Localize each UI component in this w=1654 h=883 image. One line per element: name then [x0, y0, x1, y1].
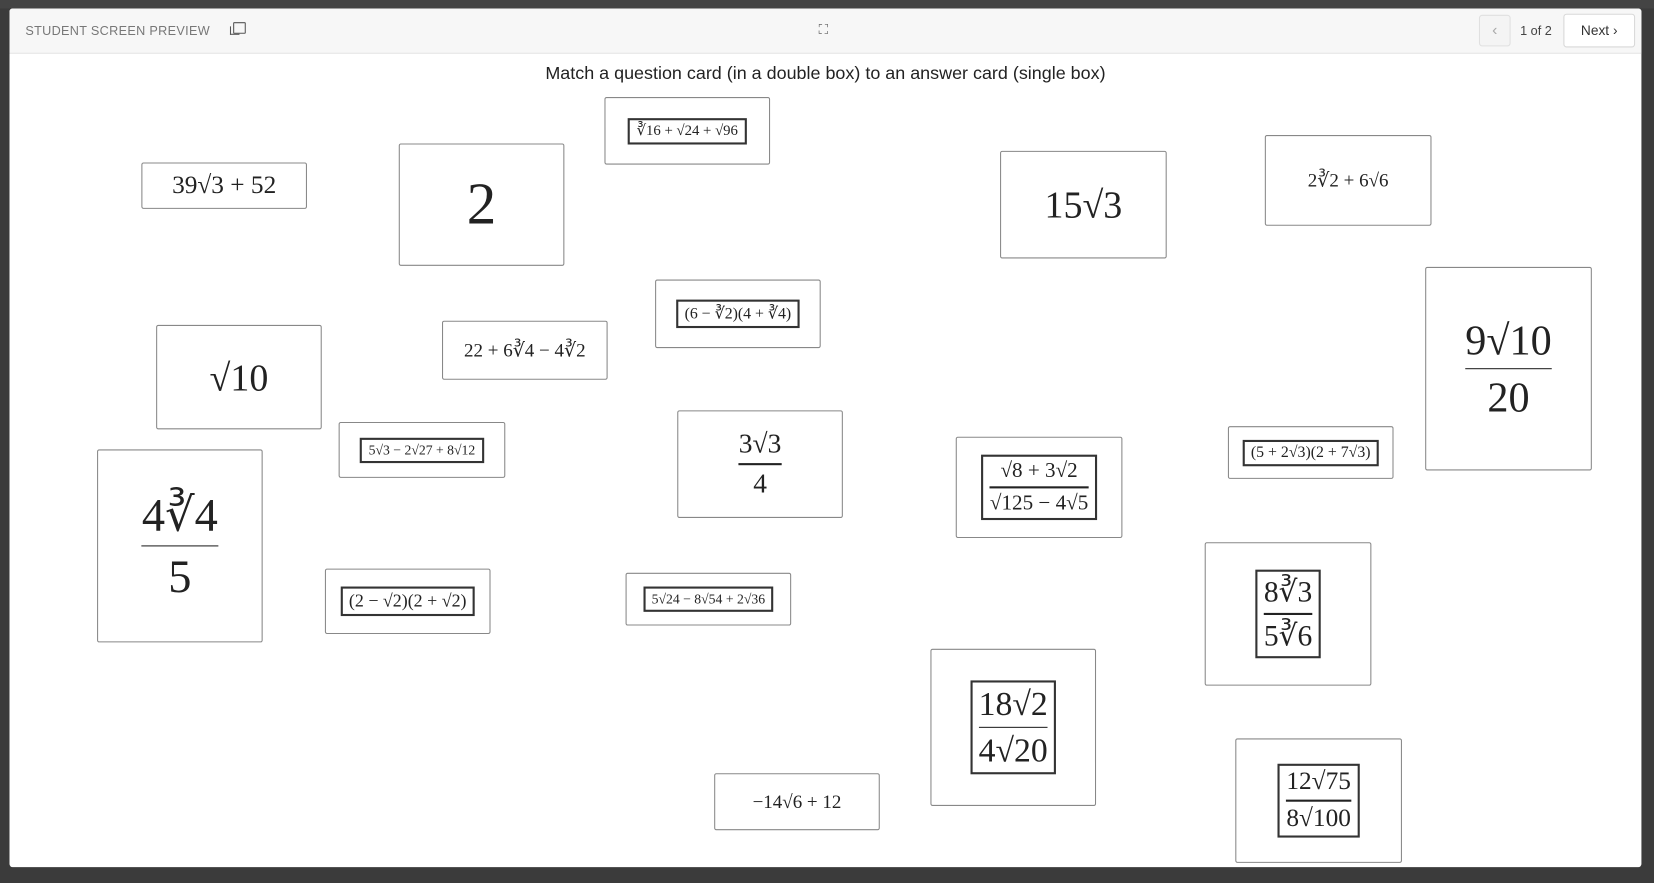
card-expression: 22 + 6∛4 − 4∛2: [458, 337, 592, 363]
chevron-left-icon: ‹: [1492, 21, 1498, 40]
answer-card[interactable]: 22 + 6∛4 − 4∛2: [442, 320, 608, 380]
question-card[interactable]: 5√3 − 2√27 + 8√12: [338, 421, 506, 478]
numerator: 3√3: [738, 428, 782, 460]
next-button[interactable]: Next ›: [1563, 13, 1636, 48]
denominator: 4√20: [978, 731, 1048, 770]
question-card[interactable]: (6 − ∛2)(4 + ∛4): [655, 279, 821, 349]
popout-icon[interactable]: [229, 22, 246, 35]
instructions: Match a question card (in a double box) …: [545, 63, 1106, 84]
card-expression: (2 − √2)(2 + √2): [340, 586, 475, 617]
denominator: 8√100: [1286, 804, 1351, 833]
expression-text: (5 + 2√3)(2 + 7√3): [1250, 443, 1371, 461]
answer-card[interactable]: −14√6 + 12: [714, 773, 880, 831]
denominator: √125 − 4√5: [989, 491, 1089, 515]
question-card[interactable]: 5√24 − 8√54 + 2√36: [625, 572, 792, 626]
denominator: 4: [753, 468, 767, 499]
card-expression: 12√75 8√100: [1277, 764, 1360, 838]
denominator: 5: [168, 550, 192, 603]
expression-text: 2∛2 + 6√6: [1307, 169, 1389, 191]
fraction-bar: [978, 726, 1048, 729]
numerator: 12√75: [1286, 768, 1351, 796]
card-expression: 2∛2 + 6√6: [1301, 167, 1394, 193]
card-expression: 18√2 4√20: [970, 680, 1057, 775]
fraction: 9√10 20: [1465, 315, 1552, 422]
numerator: 18√2: [978, 684, 1048, 723]
numerator: 4∛4: [141, 489, 218, 541]
card-expression: 15√3: [1038, 180, 1128, 229]
fraction: 12√75 8√100: [1286, 768, 1351, 833]
expression-text: 15√3: [1044, 183, 1123, 226]
expression-text: 5√24 − 8√54 + 2√36: [651, 590, 766, 607]
expression-text: 22 + 6∛4 − 4∛2: [464, 339, 586, 361]
question-card[interactable]: ∛16 + √24 + √96: [604, 97, 771, 165]
expression-text: −14√6 + 12: [752, 790, 842, 812]
chevron-right-icon: ›: [1612, 22, 1618, 38]
card-expression: 5√24 − 8√54 + 2√36: [643, 586, 774, 612]
fraction-bar: [989, 486, 1089, 489]
card-expression: −14√6 + 12: [746, 789, 847, 815]
card-expression: (5 + 2√3)(2 + 7√3): [1242, 439, 1379, 466]
numerator: 9√10: [1465, 316, 1552, 364]
expression-text: 5√3 − 2√27 + 8√12: [368, 441, 476, 458]
answer-card[interactable]: 15√3: [1000, 150, 1167, 259]
answer-card[interactable]: 2: [398, 143, 565, 266]
background-app: [0, 0, 1654, 9]
fraction-bar: [1263, 613, 1313, 615]
expression-text: (6 − ∛2)(4 + ∛4): [684, 305, 792, 323]
numerator: √8 + 3√2: [1000, 459, 1078, 483]
answer-card[interactable]: 9√10 20: [1425, 266, 1592, 471]
expand-icon[interactable]: ⛶: [818, 21, 829, 37]
answer-card[interactable]: 39√3 + 52: [141, 162, 307, 209]
question-card[interactable]: (2 − √2)(2 + √2): [324, 568, 491, 634]
previous-button[interactable]: ‹: [1478, 14, 1511, 47]
card-expression: √10: [203, 353, 274, 402]
denominator: 5∛6: [1263, 620, 1313, 653]
card-expression: 5√3 − 2√27 + 8√12: [360, 437, 484, 463]
answer-card[interactable]: 2∛2 + 6√6: [1264, 135, 1432, 226]
expression-text: 2: [466, 171, 497, 238]
fraction-bar: [738, 463, 782, 465]
question-card[interactable]: (5 + 2√3)(2 + 7√3): [1227, 426, 1394, 479]
modal-header: STUDENT SCREEN PREVIEW ⛶ ‹ 1 of 2 Next ›: [9, 8, 1642, 54]
fraction-bar: [141, 545, 218, 547]
card-expression: ∛16 + √24 + √96: [628, 117, 747, 144]
next-label: Next: [1580, 22, 1610, 38]
expression-text: √10: [209, 356, 269, 399]
question-card[interactable]: 12√75 8√100: [1235, 738, 1402, 863]
expression-text: 39√3 + 52: [172, 171, 277, 199]
question-card[interactable]: 18√2 4√20: [930, 648, 1097, 806]
student-preview-modal: STUDENT SCREEN PREVIEW ⛶ ‹ 1 of 2 Next ›…: [9, 8, 1642, 868]
fraction-bar: [1286, 799, 1351, 802]
page-indicator: 1 of 2: [1520, 23, 1552, 38]
card-expression: 9√10 20: [1459, 313, 1558, 424]
fraction: √8 + 3√2 √125 − 4√5: [989, 459, 1089, 515]
fraction-bar: [1465, 367, 1552, 370]
numerator: 8∛3: [1263, 576, 1313, 609]
answer-card[interactable]: √10: [156, 324, 322, 430]
fraction: 18√2 4√20: [978, 684, 1048, 770]
question-card[interactable]: √8 + 3√2 √125 − 4√5: [955, 436, 1123, 538]
card-expression: (6 − ∛2)(4 + ∛4): [676, 299, 800, 329]
denominator: 20: [1487, 373, 1530, 422]
expression-text: ∛16 + √24 + √96: [636, 122, 738, 139]
card-expression: √8 + 3√2 √125 − 4√5: [981, 454, 1097, 520]
card-expression: 2: [460, 169, 502, 241]
card-expression: 39√3 + 52: [166, 169, 283, 202]
modal-title: STUDENT SCREEN PREVIEW: [25, 23, 211, 38]
expression-text: (2 − √2)(2 + √2): [348, 590, 467, 611]
